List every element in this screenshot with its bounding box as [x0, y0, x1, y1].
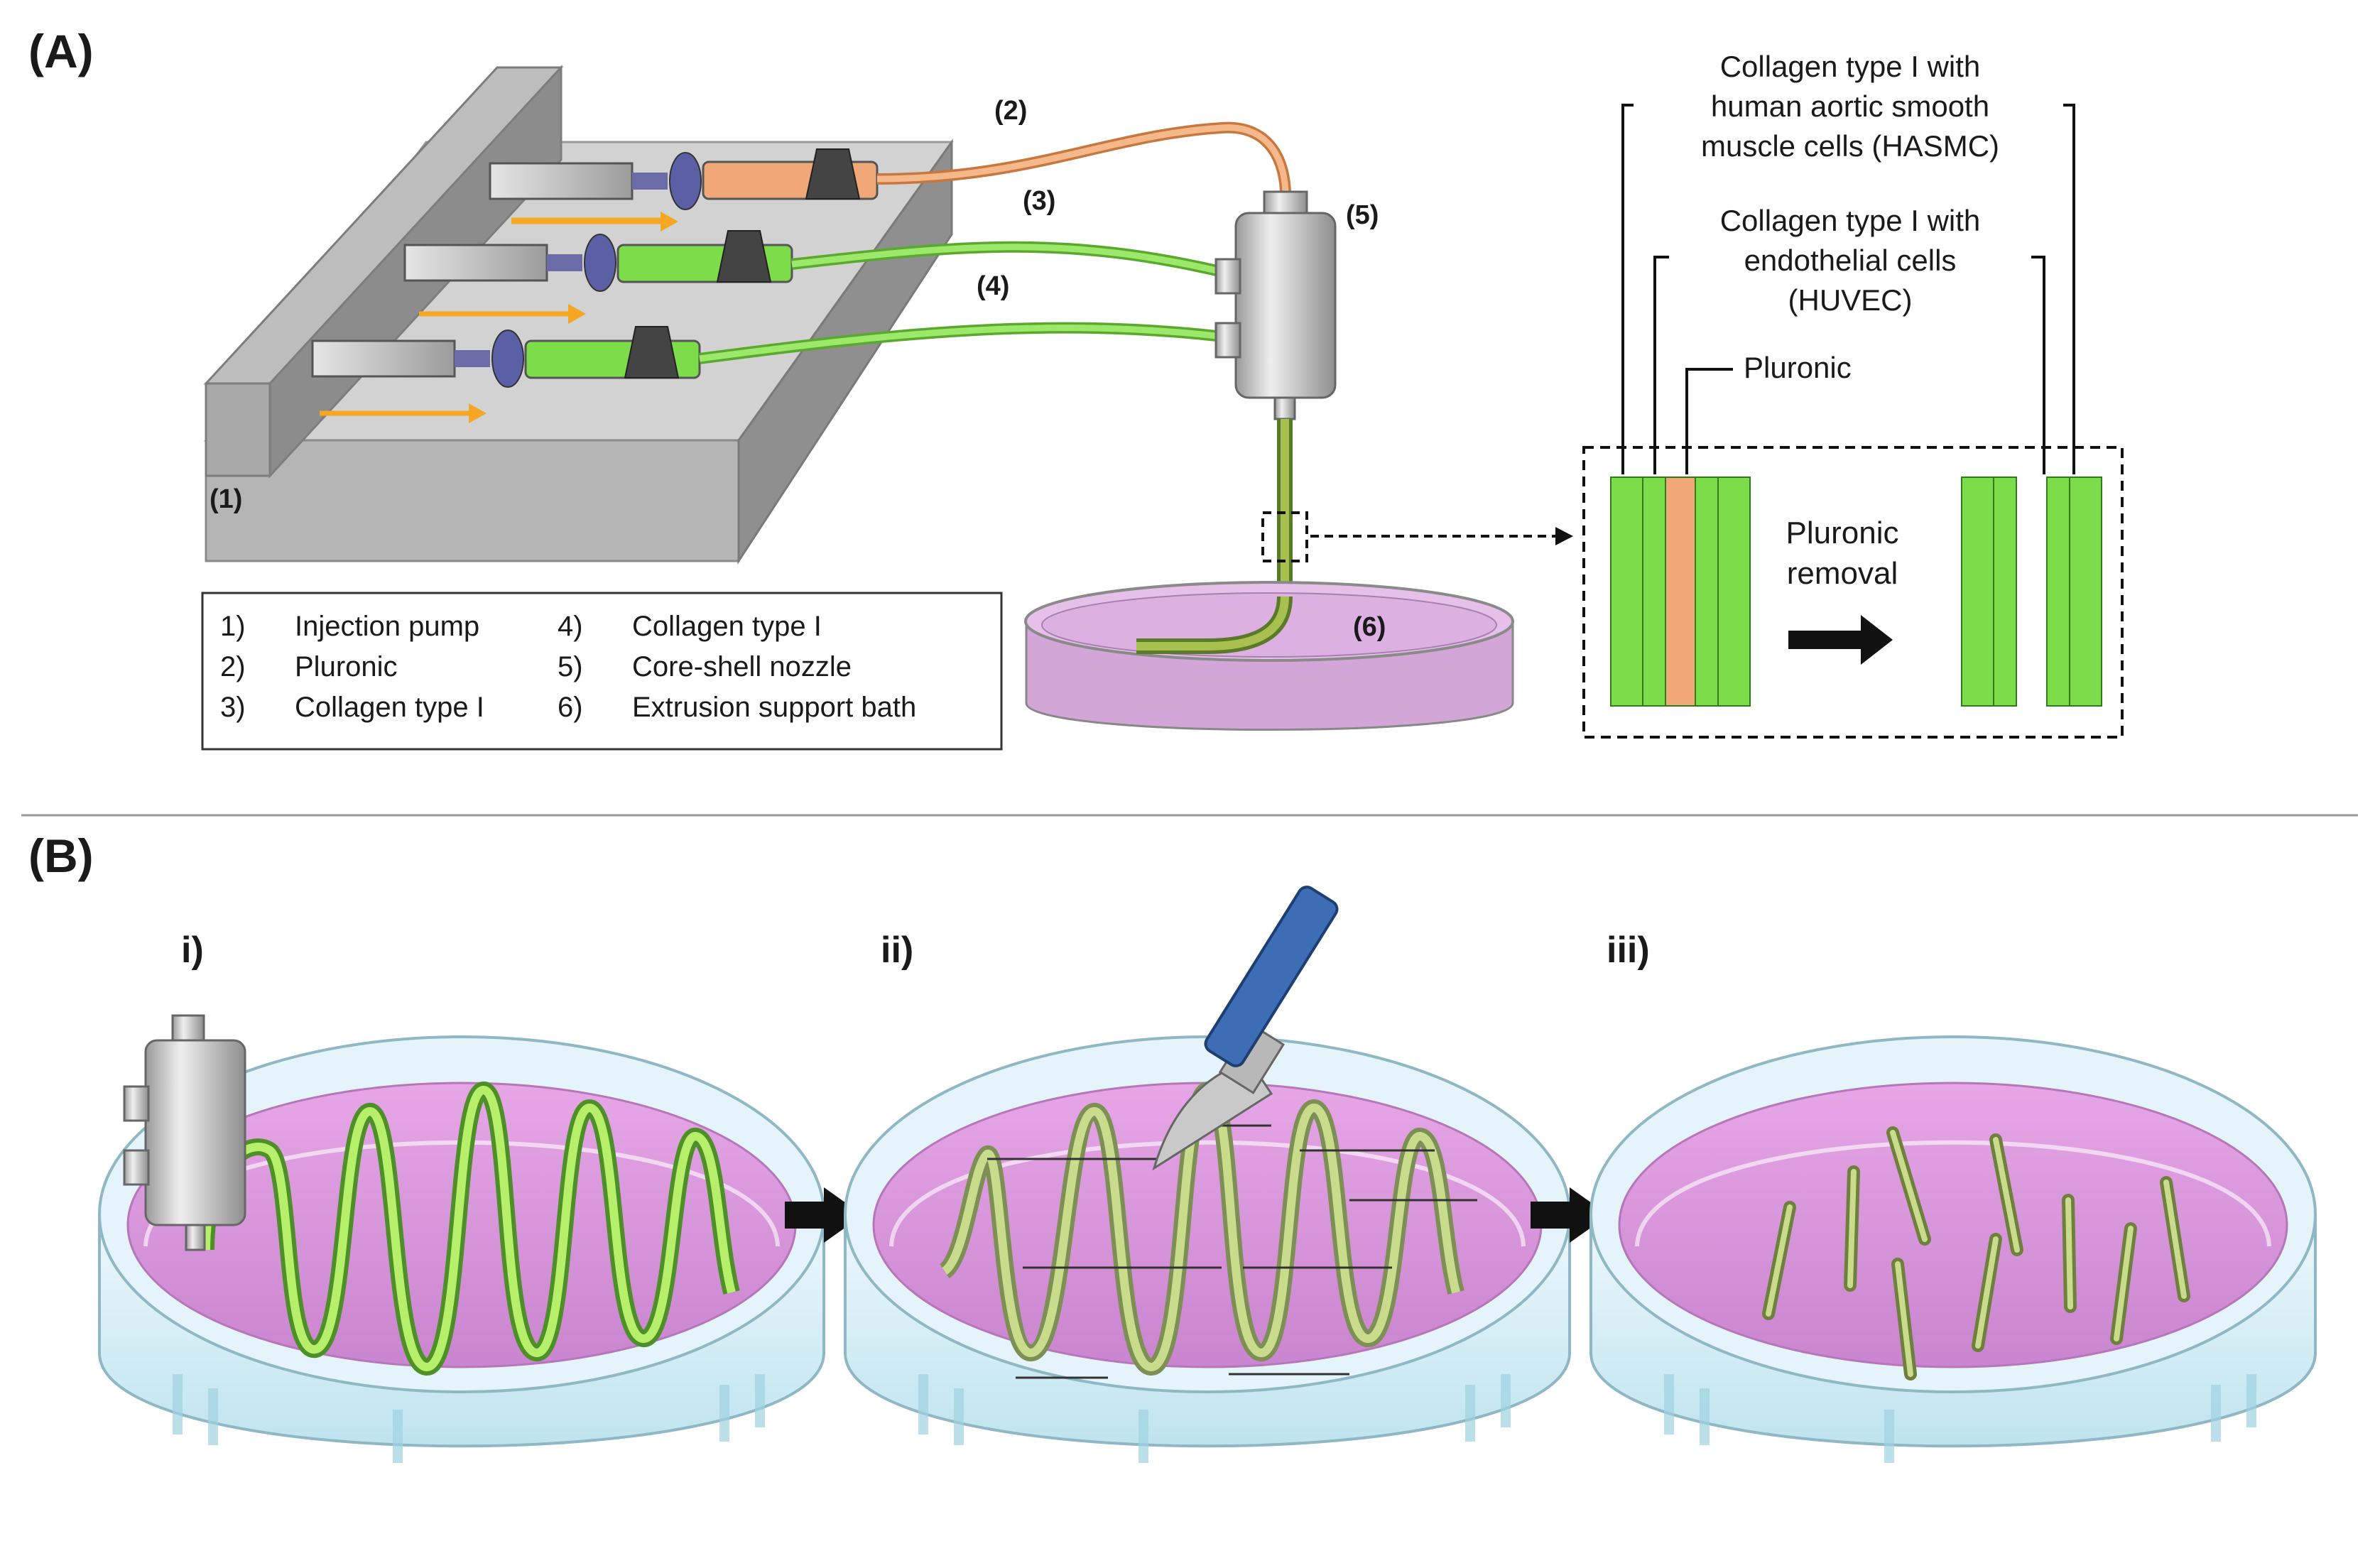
huvec-label-line-3: (HUVEC) [1788, 283, 1913, 317]
syringe-collagen-1 [403, 230, 793, 292]
syringe-collagen-2 [311, 326, 701, 388]
zoom-box [1261, 511, 1308, 562]
panel-b-label: (B) [28, 829, 94, 882]
legend-num-6: 6) [558, 692, 583, 723]
legend-box: 1) Injection pump 2) Pluronic 3) Collage… [201, 592, 1003, 751]
huvec-label-line-2: endothelial cells [1744, 244, 1957, 277]
panel-b: (B) i) ii) iii) [28, 829, 2317, 1463]
hasmc-label-line-1: Collagen type I with [1720, 50, 1981, 83]
step-ii-label: ii) [881, 930, 913, 971]
callout-5: (5) [1346, 200, 1379, 230]
extrusion-support-bath [1024, 581, 1514, 731]
pluronic-label: Pluronic [1744, 351, 1852, 384]
callout-6: (6) [1353, 612, 1386, 642]
legend-text-5: Core-shell nozzle [632, 651, 852, 682]
core-shell-nozzle [1214, 190, 1337, 420]
callout-4: (4) [977, 271, 1009, 301]
dish-ii [844, 1035, 1571, 1463]
syringe-pluronic [489, 148, 879, 223]
legend-text-6: Extrusion support bath [632, 692, 916, 723]
legend-text-1: Injection pump [295, 611, 479, 642]
legend-text-2: Pluronic [295, 651, 398, 682]
legend-num-1: 1) [220, 611, 246, 642]
legend-num-3: 3) [220, 692, 246, 723]
arrow-ii-to-iii-icon [1531, 1187, 1609, 1243]
arrow-i-to-ii-icon [785, 1187, 863, 1243]
removal-arrow-icon [1788, 615, 1893, 665]
filament-segments [1762, 1126, 2190, 1381]
nozzle-i [123, 1014, 246, 1251]
step-i-label: i) [181, 930, 204, 971]
hasmc-label-line-2: human aortic smooth [1711, 89, 1989, 123]
callout-1: (1) [210, 484, 242, 514]
zoomed-section-frame [1582, 446, 2124, 739]
panel-a: (A) [28, 25, 2124, 751]
legend-num-2: 2) [220, 651, 246, 682]
callout-3: (3) [1023, 186, 1055, 216]
dish-iii [1589, 1035, 2317, 1463]
tubes [698, 121, 1291, 364]
cross-section-schematic: Collagen type I with human aortic smooth… [1582, 50, 2124, 739]
hasmc-label-line-3: muscle cells (HASMC) [1701, 129, 1999, 163]
step-iii-label: iii) [1607, 930, 1650, 971]
legend-num-5: 5) [558, 651, 583, 682]
removal-label-line-2: removal [1787, 556, 1898, 591]
legend-text-3: Collagen type I [295, 692, 484, 723]
scalpel-icon [1152, 886, 1339, 1171]
callout-2: (2) [994, 96, 1027, 126]
cut-lines [987, 1124, 1477, 1379]
legend-num-4: 4) [558, 611, 583, 642]
huvec-label-line-1: Collagen type I with [1720, 204, 1981, 237]
legend-text-4: Collagen type I [632, 611, 822, 642]
removal-label-line-1: Pluronic [1786, 516, 1899, 550]
injection-pump: (1) [203, 65, 954, 565]
panel-a-label: (A) [28, 25, 94, 77]
